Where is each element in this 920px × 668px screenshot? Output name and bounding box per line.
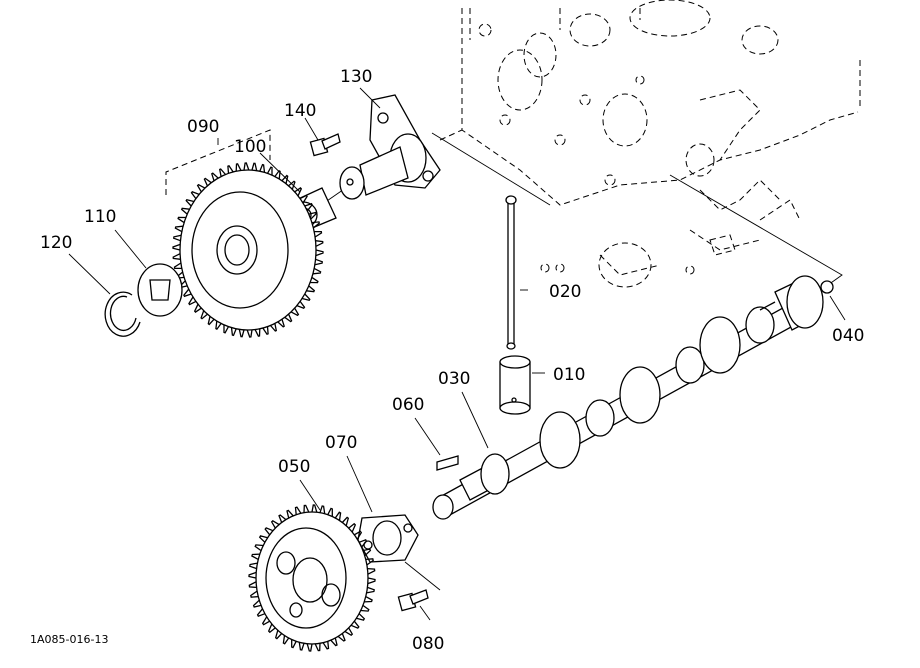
push-rod-part — [505, 195, 517, 350]
engine-block-outline — [439, 0, 861, 288]
callout-090: 090 — [187, 117, 219, 137]
callout-010: 010 — [553, 365, 585, 385]
idle-gear-shaft-part — [339, 94, 441, 200]
stopper-bolt-part — [397, 589, 429, 612]
callout-110: 110 — [84, 207, 116, 227]
gear-teeth — [248, 504, 376, 652]
snap-ring-part — [104, 291, 141, 337]
tappet-part — [499, 355, 531, 415]
callout-100: 100 — [234, 137, 266, 157]
callout-080: 080 — [412, 634, 444, 654]
flange-bolt-part — [309, 133, 341, 157]
callout-120: 120 — [40, 233, 72, 253]
idle-gear-part — [172, 162, 324, 338]
camshaft-part — [432, 275, 824, 520]
callout-020: 020 — [549, 282, 581, 302]
feather-key-part — [436, 455, 459, 471]
cam-gear-part — [248, 504, 376, 652]
camshaft-stopper-part — [357, 514, 419, 563]
collar-part — [137, 263, 183, 317]
callout-040: 040 — [832, 326, 864, 346]
diagram-code: 1A085-016-13 — [30, 633, 108, 646]
callout-070: 070 — [325, 433, 357, 453]
callout-leader-lines — [68, 87, 846, 621]
callout-050: 050 — [278, 457, 310, 477]
callout-130: 130 — [340, 67, 372, 87]
callout-060: 060 — [392, 395, 424, 415]
callout-labels: 010 020 030 040 050 060 070 080 090 100 … — [40, 67, 864, 654]
steel-ball-part — [820, 280, 834, 294]
group-bracket-090 — [165, 129, 271, 195]
callout-030: 030 — [438, 369, 470, 389]
callout-140: 140 — [284, 101, 316, 121]
